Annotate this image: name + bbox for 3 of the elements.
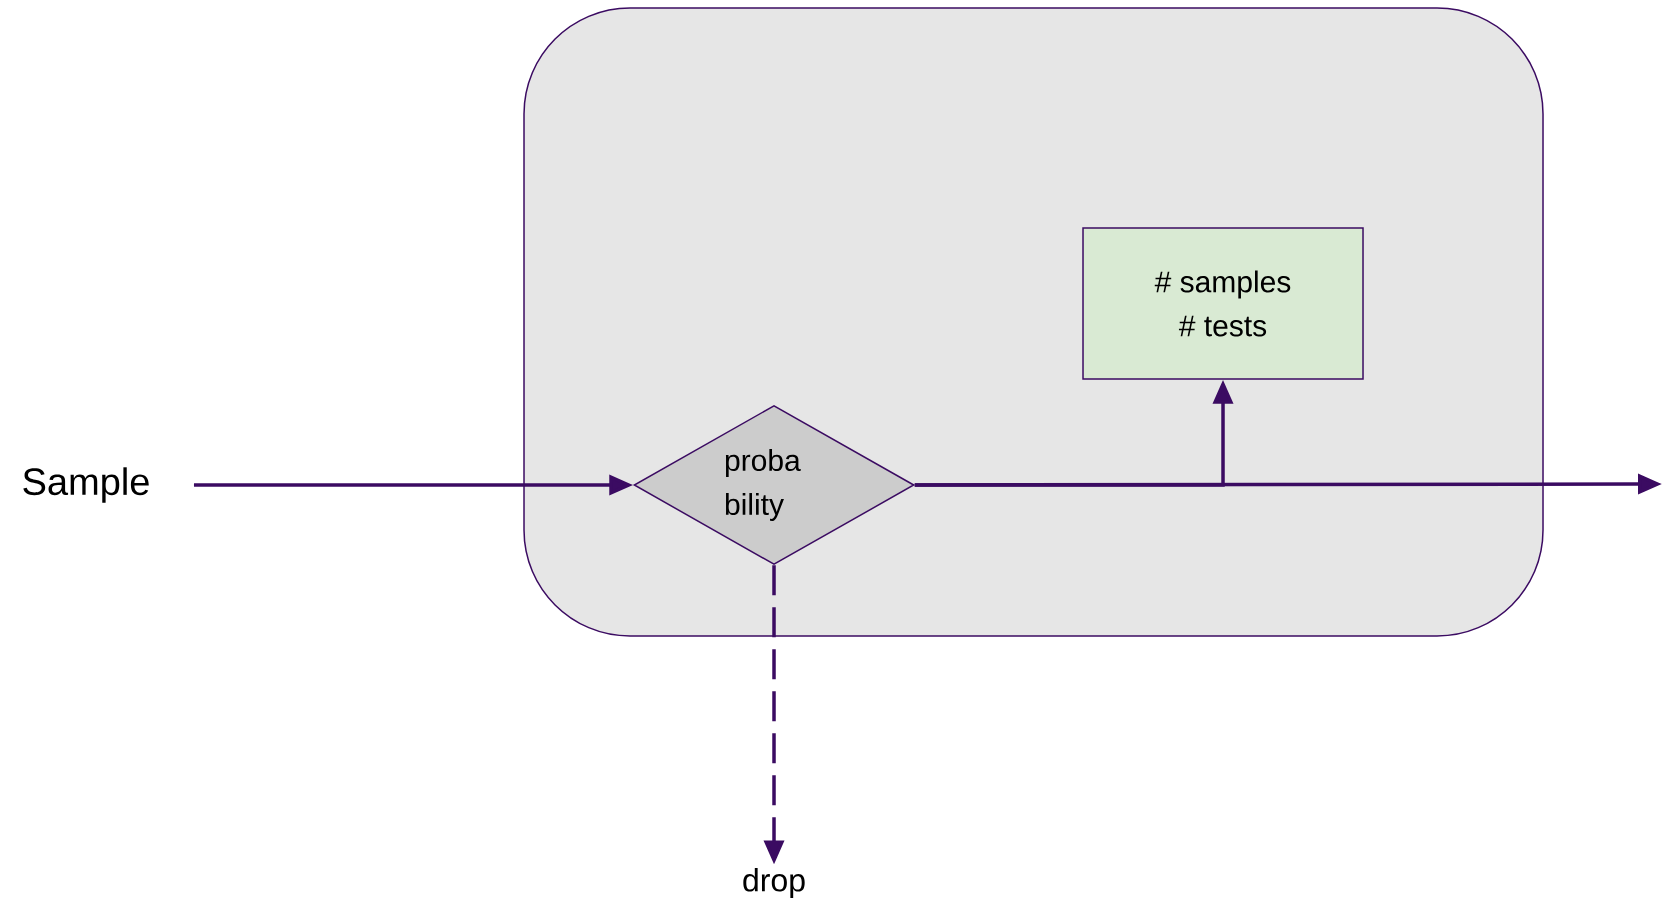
input-label: Sample xyxy=(23,467,149,503)
counter-box: # samples # tests xyxy=(1082,227,1364,380)
output-label: drop xyxy=(743,868,805,898)
